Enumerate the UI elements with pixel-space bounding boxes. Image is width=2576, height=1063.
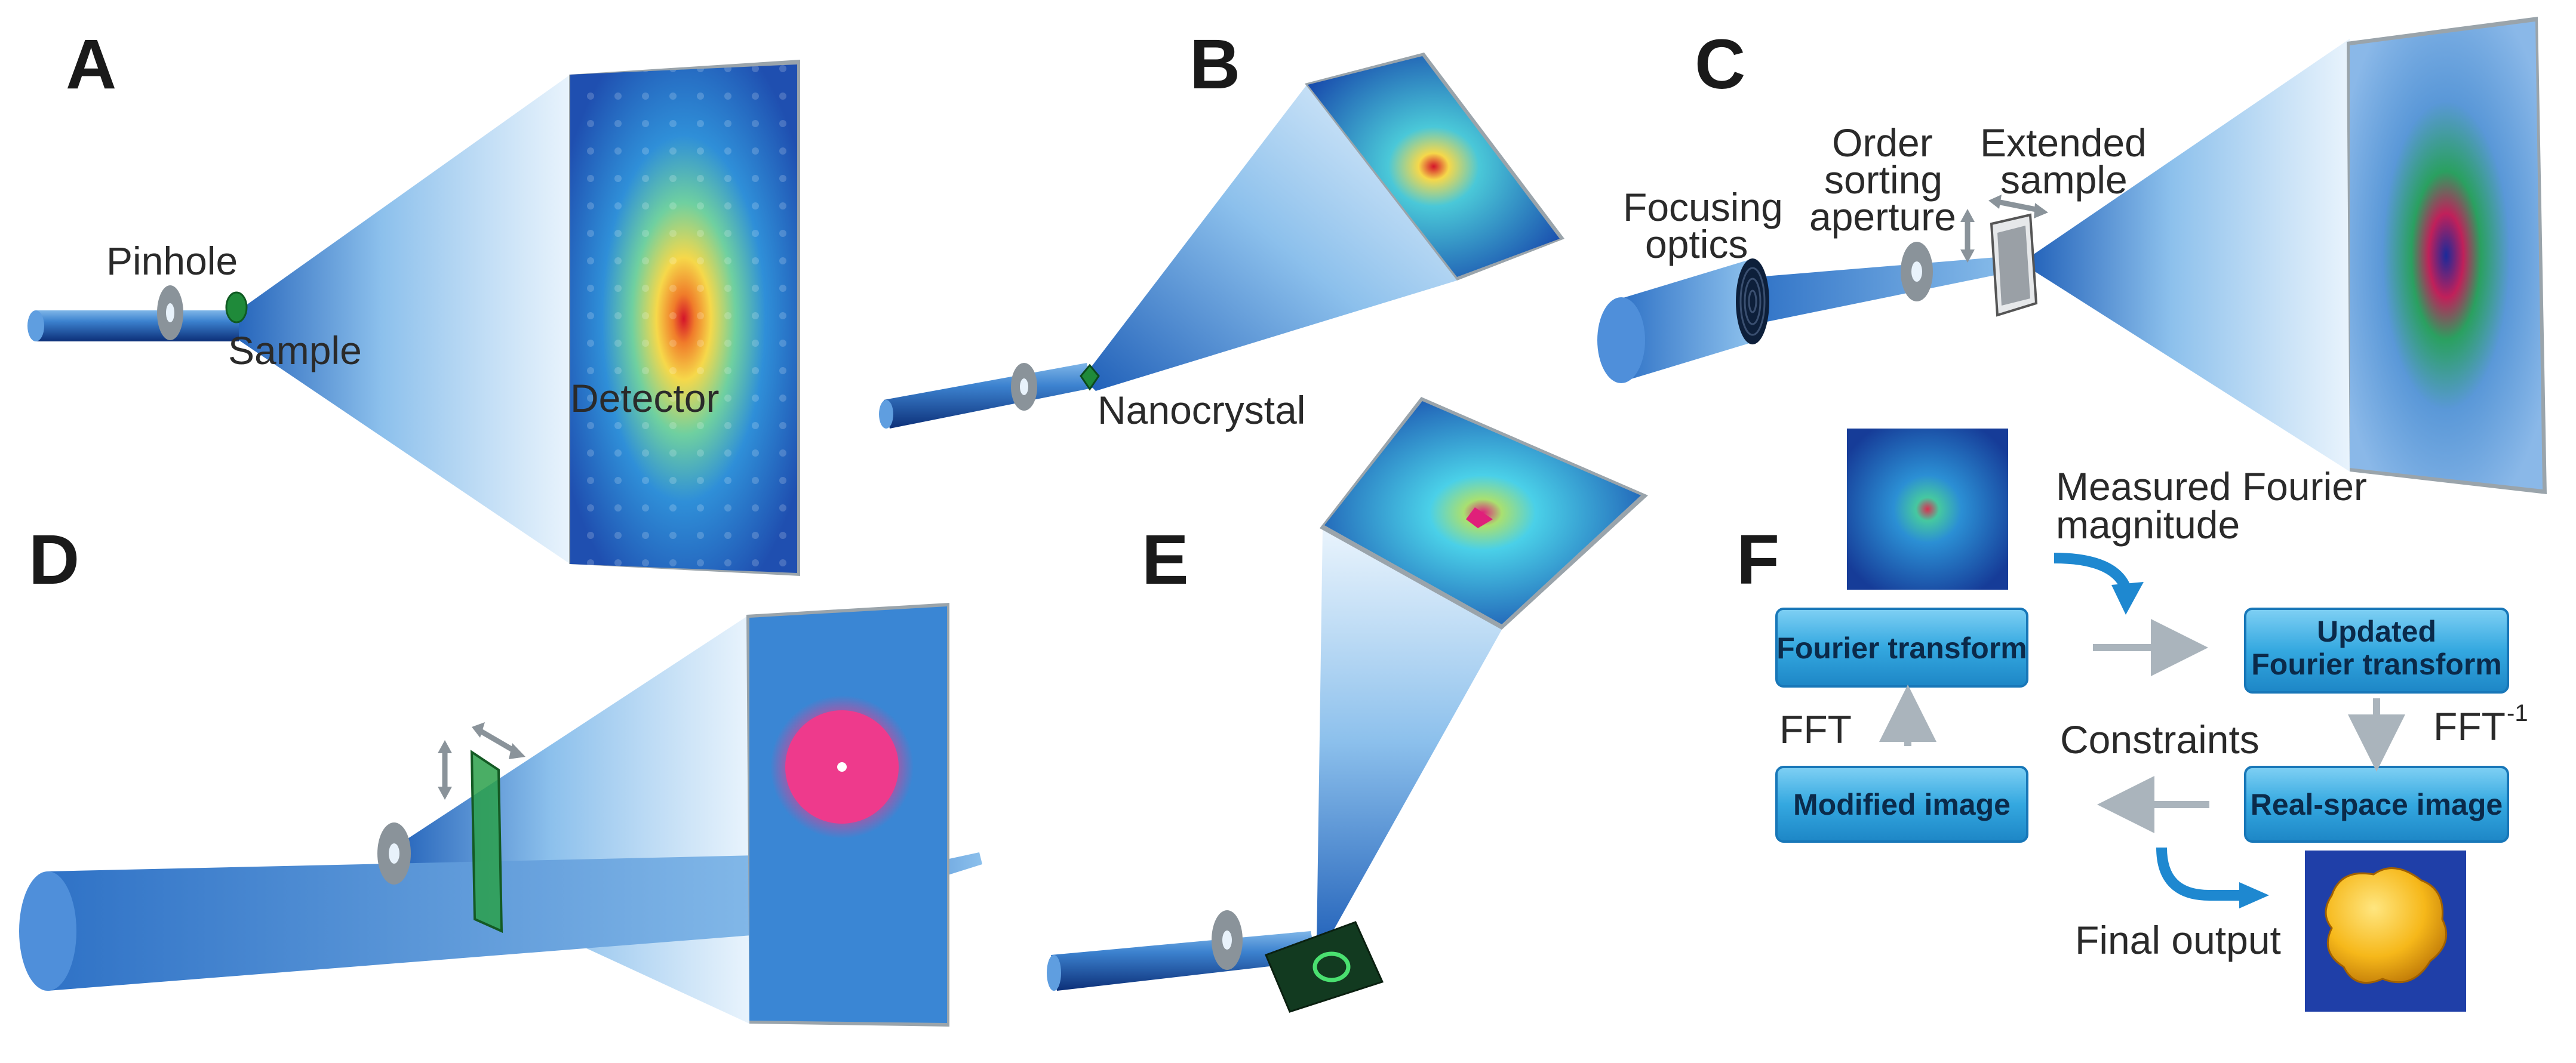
detector-pattern-d: [746, 603, 949, 1027]
sample-icon: [225, 291, 248, 323]
beam-cone-c: [2024, 39, 2350, 472]
constraints-label: Constraints: [2060, 717, 2260, 762]
aperture-label-3: aperture: [1809, 195, 1956, 239]
beam-cylinder-c: [1621, 260, 1750, 382]
panel-b: B Nanocrystal: [879, 25, 1564, 432]
beam-entrance-d: [19, 871, 76, 991]
panel-e: E: [1047, 397, 1648, 1013]
aperture-icon-d: [377, 822, 411, 885]
scan-arrows-d: [438, 722, 525, 800]
panel-f-letter: F: [1736, 520, 1779, 599]
nanocrystal-label: Nanocrystal: [1098, 388, 1305, 432]
aperture-label-1: Order: [1832, 121, 1933, 165]
sample-icon-e: [1265, 921, 1384, 1013]
nanocrystal-icon: [1080, 363, 1100, 391]
measured-label-1: Measured Fourier: [2056, 464, 2367, 509]
box-updated-fourier-transform: Updated Fourier transform: [2244, 608, 2509, 694]
box-realspace-label: Real-space image: [2251, 788, 2503, 821]
box-modified-label: Modified image: [1793, 788, 2011, 821]
panel-b-letter: B: [1189, 25, 1240, 104]
focusing-optics-label-2: optics: [1645, 222, 1748, 266]
box-updated-label-2: Fourier transform: [2251, 648, 2502, 681]
panel-a-letter: A: [66, 25, 116, 104]
box-updated-label-1: Updated: [2317, 615, 2436, 648]
panel-d: D: [19, 520, 982, 1027]
beam-entrance-c: [1597, 297, 1645, 383]
sample-icon-d: [470, 750, 503, 933]
final-output-label: Final output: [2075, 918, 2281, 962]
beam-cylinder-e: [1051, 931, 1317, 991]
beam-cone-e: [1311, 528, 1502, 955]
beam-cylinder-b: [879, 363, 1093, 429]
panel-d-letter: D: [29, 520, 79, 599]
fft-inverse-superscript: -1: [2507, 700, 2528, 726]
measured-arrow-head: [2111, 582, 2144, 615]
pinhole-label: Pinhole: [106, 239, 238, 283]
fft-label: FFT: [1779, 707, 1852, 751]
pinhole-icon: [157, 285, 183, 340]
aperture-label-2: sorting: [1824, 158, 1942, 202]
detector-label: Detector: [570, 376, 719, 420]
beam-cylinder-a: [27, 310, 239, 341]
beam-cone-a: [227, 75, 570, 564]
beam-entrance-e: [1047, 955, 1061, 991]
box-real-space-image: Real-space image: [2244, 766, 2509, 843]
focusing-optics-label-1: Focusing: [1623, 185, 1783, 229]
detector-pattern-icon: [569, 60, 800, 576]
panel-c: C Focusing optics Or: [1597, 17, 2547, 494]
aperture-icon-e: [1212, 910, 1243, 970]
panel-c-letter: C: [1695, 25, 1745, 104]
box-fourier-transform-label: Fourier transform: [1776, 631, 2027, 665]
extended-sample-label-2: sample: [2000, 158, 2128, 202]
extended-sample-icon: [1990, 213, 2038, 317]
measured-label-2: magnitude: [2056, 503, 2240, 547]
panel-e-letter: E: [1142, 520, 1189, 599]
measured-arrow: [2054, 553, 2131, 590]
aperture-icon-b: [1011, 363, 1037, 411]
detector-pattern-c: [2347, 17, 2547, 494]
detector-pattern-b: [1305, 53, 1564, 281]
detector-pattern-e: [1320, 397, 1648, 630]
beam-cone-d: [388, 615, 749, 1024]
focusing-optics-icon: [1736, 258, 1769, 344]
panel-f: F Measured Fourier magnitude Fourier tra…: [1736, 429, 2528, 1012]
sample-label: Sample: [228, 328, 362, 372]
panel-a: A Pinhole Sample Detector: [27, 25, 800, 576]
focused-beam-c: [1750, 255, 2021, 325]
protein-structure-icon: [2305, 851, 2466, 1012]
box-fourier-transform: Fourier transform: [1775, 608, 2028, 688]
extended-sample-label-1: Extended: [1980, 121, 2147, 165]
beam-cylinder-d: [48, 854, 842, 991]
box-modified-image: Modified image: [1775, 766, 2028, 843]
final-output-arrow: [2156, 847, 2245, 901]
fft-inverse-label: FFT: [2433, 704, 2506, 748]
fourier-magnitude-pattern: [1847, 429, 2008, 590]
scan-arrows-c: [1960, 195, 2048, 263]
aperture-icon: [1901, 242, 1933, 301]
final-output-arrow-head: [2239, 882, 2269, 908]
